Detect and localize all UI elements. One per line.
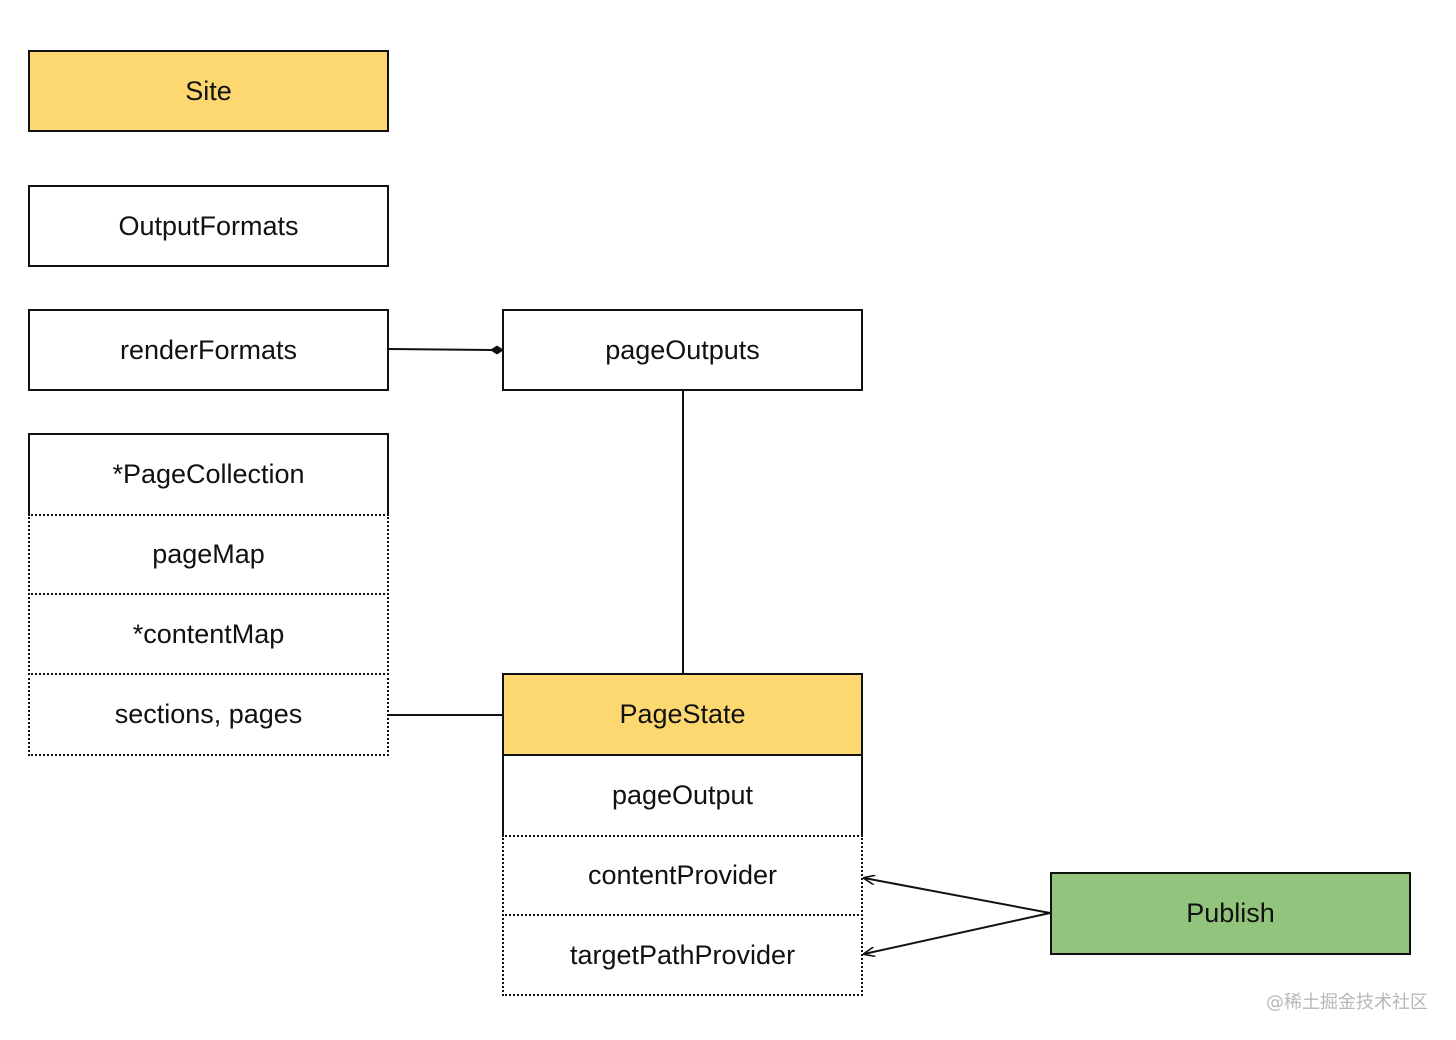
page-output-label: pageOutput [611, 780, 754, 810]
page-outputs-box[interactable]: pageOutputs [502, 309, 863, 391]
publish-box[interactable]: Publish [1050, 872, 1411, 955]
sections-pages-label: sections, pages [114, 699, 303, 729]
page-output-box[interactable]: pageOutput [502, 754, 863, 837]
target-path-provider-label: targetPathProvider [569, 939, 796, 970]
watermark: @稀土掘金技术社区 [1266, 992, 1428, 1013]
composition-diamond [490, 345, 504, 355]
site-box[interactable]: Site [28, 50, 389, 132]
content-map-label: *contentMap [132, 618, 285, 649]
content-map-box[interactable]: *contentMap [28, 593, 389, 675]
page-collection-label: *PageCollection [112, 459, 305, 489]
sections-pages-box[interactable]: sections, pages [28, 673, 389, 756]
page-collection-box[interactable]: *PageCollection [28, 433, 389, 516]
output-formats-label: OutputFormats [118, 210, 299, 241]
render-formats-label: renderFormats [119, 334, 298, 365]
output-formats-box[interactable]: OutputFormats [28, 185, 389, 267]
content-provider-label: contentProvider [587, 860, 778, 890]
target-path-provider-box[interactable]: targetPathProvider [502, 914, 863, 996]
page-state-label: PageState [619, 699, 746, 729]
publish-label: Publish [1186, 898, 1275, 928]
arrow-publish-contentprovider [864, 878, 1051, 914]
site-label: Site [185, 75, 232, 106]
page-map-label: pageMap [152, 539, 265, 569]
page-map-box[interactable]: pageMap [28, 514, 389, 595]
arrow-publish-targetpathprovider [864, 912, 1051, 954]
connector-renderformats-pageoutputs [388, 348, 493, 351]
page-state-box[interactable]: PageState [502, 673, 863, 756]
content-provider-box[interactable]: contentProvider [502, 835, 863, 916]
render-formats-box[interactable]: renderFormats [28, 309, 389, 391]
page-outputs-label: pageOutputs [605, 334, 760, 365]
